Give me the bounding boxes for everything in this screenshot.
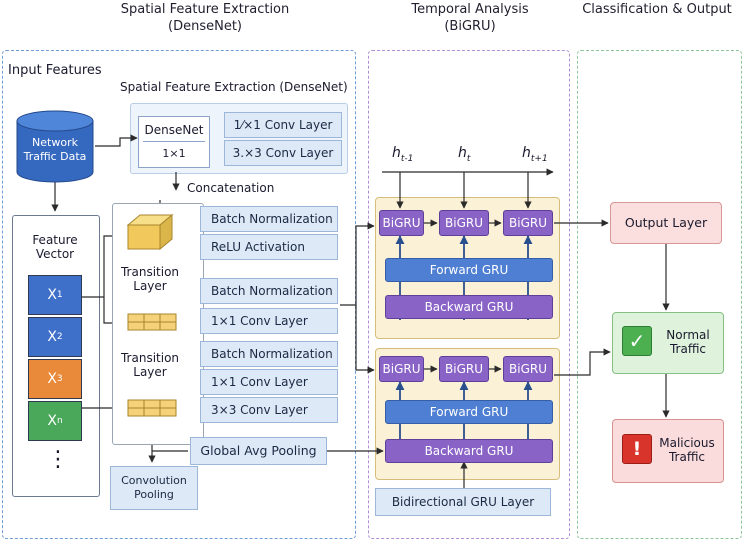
bigru-cell-3: BiGRU [503,210,553,236]
malicious-traffic-line2: Traffic [668,450,706,464]
bigru-cell-4: BiGRU [379,356,424,382]
malicious-traffic-line1: Malicious [659,436,715,450]
backward-gru-bottom: Backward GRU [385,439,553,463]
bidirectional-gru-layer: Bidirectional GRU Layer [375,488,551,516]
network-traffic-data: Network Traffic Data [17,132,93,168]
header-spatial: Spatial Feature Extraction (DenseNet) [95,1,315,35]
layer-batch-norm-3: Batch Normalization [200,341,338,367]
feature-vector-line1: Feature [32,233,78,247]
layer-conv-1x1-a: 1×1 Conv Layer [200,308,338,334]
concatenation-label: Concatenation [187,181,275,195]
transition-1-line2: Layer [133,279,167,293]
densenet-block-label: DenseNet [143,123,205,142]
header-spatial-line2: (DenseNet) [168,19,242,34]
feature-vector-line2: Vector [35,247,75,261]
convolution-pooling-line2: Pooling [134,488,174,501]
transition-layer-2: Transition Layer [116,349,184,381]
network-traffic-line1: Network [32,136,78,149]
transition-2-line1: Transition [120,351,180,365]
bigru-cell-6: BiGRU [503,356,553,382]
normal-traffic-line1: Normal [666,328,710,342]
header-temporal: Temporal Analysis (BiGRU) [385,1,555,35]
forward-gru-top: Forward GRU [385,258,553,282]
feature-vector-label: Feature Vector [14,230,96,264]
header-output: Classification & Output [572,1,742,18]
h-label-next: ht+1 [522,145,548,164]
layer-conv-1x1-b: 1×1 Conv Layer [200,369,338,395]
densenet-title: Spatial Feature Extraction (DenseNet) [120,80,348,94]
feature-subscript: 3 [56,374,63,384]
feature-subscript: 2 [56,332,63,342]
bigru-cell-1: BiGRU [379,210,424,236]
header-output-line1: Classification & Output [582,2,732,17]
output-layer: Output Layer [610,202,722,244]
h-label-prev: ht-1 [392,145,414,164]
check-icon: ✓ [622,326,652,356]
input-features-title: Input Features [8,63,102,78]
panel-temporal [368,50,570,539]
arrow-bigru-to-normal [554,348,611,376]
convolution-pooling: Convolution Pooling [110,466,198,510]
layer-batch-norm-1: Batch Normalization [200,206,338,232]
densenet-conv-a: 1⁄×1 Conv Layer [224,112,342,138]
feature-subscript: n [56,416,63,426]
malicious-traffic-label: Malicious Traffic [656,434,718,466]
panel-output [577,50,742,539]
header-spatial-line1: Spatial Feature Extraction [120,2,290,17]
arrow-spatial-to-bigru-top [340,222,375,306]
transition-2-line2: Layer [133,365,167,379]
h-label-current: ht [458,145,471,164]
feature-symbol: X [47,287,57,303]
alert-icon: ! [622,434,652,464]
bigru-cell-2: BiGRU [439,210,489,236]
normal-traffic-line2: Traffic [669,342,707,356]
arrow-traffic-to-densenet [95,134,138,147]
layer-batch-norm-2: Batch Normalization [200,278,338,304]
network-traffic-line2: Traffic Data [23,150,87,163]
arrow-spatial-to-bigru-bottom [355,305,375,374]
transition-1-line1: Transition [120,265,180,279]
convolution-pooling-line1: Convolution [121,474,187,487]
densenet-block-sub: 1×1 [162,147,186,160]
feature-subscript: 1 [56,290,63,300]
feature-symbol: X [47,413,57,429]
forward-gru-bottom: Forward GRU [385,400,553,424]
feature-symbol: X [47,371,57,387]
layer-relu: ReLU Activation [200,234,338,260]
backward-gru-top: Backward GRU [385,295,553,319]
densenet-block: DenseNet 1×1 [138,116,210,168]
feature-ellipsis: ⋮ [47,447,69,472]
transition-layer-1: Transition Layer [116,263,184,295]
densenet-conv-b: 3.×3 Conv Layer [224,140,342,166]
global-avg-pooling: Global Avg Pooling [190,437,327,465]
layer-conv-3x3: 3×3 Conv Layer [200,397,338,423]
feature-symbol: X [47,329,57,345]
normal-traffic-label: Normal Traffic [658,326,718,358]
bigru-cell-5: BiGRU [439,356,489,382]
header-temporal-line2: (BiGRU) [444,19,496,34]
header-temporal-line1: Temporal Analysis [411,2,529,17]
